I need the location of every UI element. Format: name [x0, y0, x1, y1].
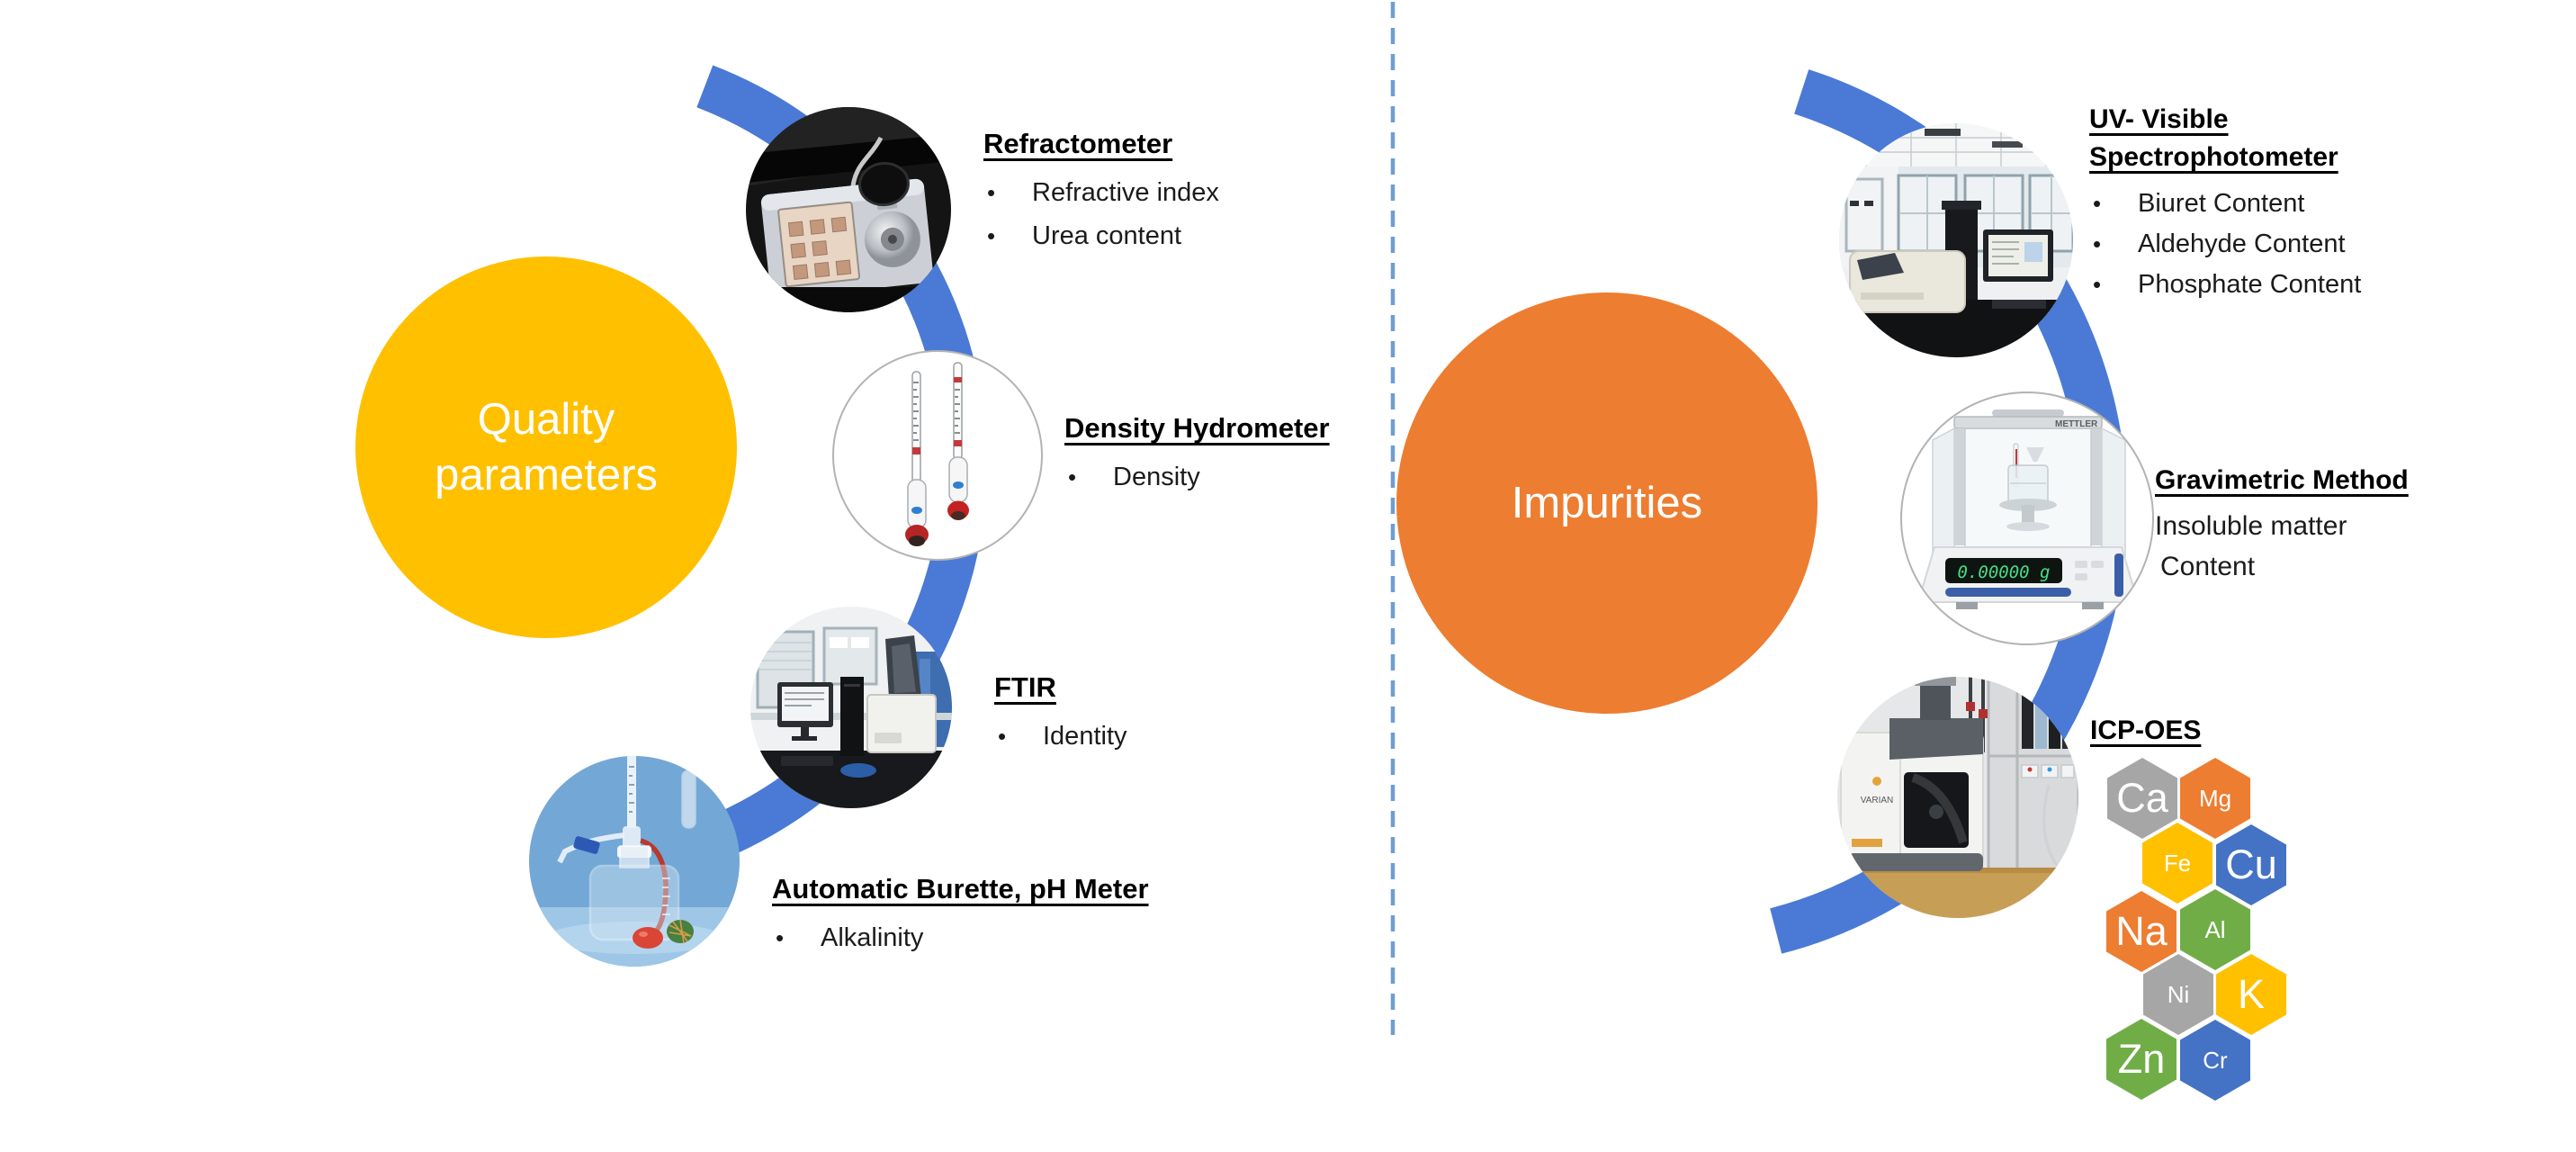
burette-ph-meter-title: Automatic Burette, pH Meter — [772, 873, 1149, 904]
ftir-bullet-1: •Identity — [994, 715, 1127, 758]
bullet-icon: • — [2093, 190, 2102, 217]
gravimetric-note: Gravimetric Method Insoluble matter Cont… — [2155, 463, 2409, 587]
icp-oes-photo: VARIAN — [1837, 677, 2078, 918]
element-hex-zn: Zn — [2106, 1019, 2177, 1100]
refractometer-note: Refractometer •Refractive index •Urea co… — [983, 126, 1219, 257]
element-symbol: Al — [2204, 915, 2226, 943]
element-hex-fe: Fe — [2142, 823, 2212, 904]
balance-display-readout: 0.00000 g — [1958, 562, 2051, 582]
element-symbol: K — [2237, 971, 2265, 1017]
element-symbol: Zn — [2117, 1036, 2166, 1082]
uv-vis-spectrophotometer-photo — [1839, 123, 2073, 357]
density-hydrometer-note: Density Hydrometer •Density — [1064, 410, 1330, 499]
analytical-balance-photo: METTLER 0.00000 g — [1900, 392, 2154, 645]
element-symbol: Ni — [2167, 980, 2190, 1008]
element-hex-cr: Cr — [2180, 1020, 2250, 1101]
quality-parameters-label: Quality parameters — [435, 395, 658, 500]
bullet-icon: • — [1068, 464, 1077, 490]
icp-oes-title: ICP-OES — [2090, 716, 2202, 745]
element-hex-al: Al — [2180, 889, 2250, 970]
element-symbol: Mg — [2198, 784, 2232, 812]
uv-vis-bullet-2: •Aldehyde Content — [2089, 224, 2361, 265]
uv-vis-bullet-3: •Phosphate Content — [2089, 265, 2361, 305]
burette-bullet-1: •Alkalinity — [772, 916, 1149, 959]
bullet-icon: • — [987, 222, 996, 249]
gravimetric-title: Gravimetric Method — [2155, 465, 2409, 495]
refractometer-bullet-1: •Refractive index — [983, 171, 1219, 214]
icp-oes-note: ICP-OES — [2090, 713, 2201, 749]
element-symbol: Cu — [2225, 842, 2277, 887]
bullet-icon: • — [2093, 230, 2102, 257]
refractometer-photo — [746, 107, 951, 312]
bullet-icon: • — [998, 723, 1007, 750]
element-hex-cu: Cu — [2216, 824, 2286, 905]
element-hex-na: Na — [2106, 891, 2177, 972]
element-hex-mg: Mg — [2180, 758, 2250, 839]
quality-parameters-hub-circle: Quality parameters — [355, 256, 737, 638]
uv-vis-bullet-1: •Biuret Content — [2089, 184, 2361, 224]
impurities-label: Impurities — [1511, 479, 1703, 527]
burette-ph-meter-note: Automatic Burette, pH Meter •Alkalinity — [772, 871, 1149, 959]
uv-vis-title-line-1: UV- Visible — [2089, 104, 2229, 134]
automatic-burette-photo — [529, 756, 740, 967]
gravimetric-line-2: Content — [2160, 552, 2256, 581]
element-symbol: Fe — [2163, 849, 2192, 877]
uv-vis-note: UV- Visible Spectrophotometer •Biuret Co… — [2089, 101, 2361, 305]
impurities-hub-circle: Impurities — [1396, 292, 1818, 714]
gravimetric-line-1: Insoluble matter — [2155, 511, 2347, 541]
ftir-note: FTIR •Identity — [994, 670, 1127, 758]
refractometer-title: Refractometer — [983, 128, 1173, 159]
refractometer-bullet-2: •Urea content — [983, 214, 1219, 257]
element-hex-k: K — [2216, 954, 2286, 1035]
density-hydrometers-photo — [832, 350, 1043, 561]
bullet-icon: • — [987, 179, 996, 206]
element-hex-ni: Ni — [2143, 954, 2213, 1035]
bullet-icon: • — [2093, 271, 2102, 298]
element-hex-ca: Ca — [2107, 758, 2177, 839]
icp-elements-hex-grid: Ca Mg Fe Cu Na Al Ni K Zn Cr — [2105, 756, 2294, 1107]
bullet-icon: • — [776, 924, 785, 951]
element-symbol: Na — [2115, 908, 2168, 954]
icp-brand-text: VARIAN — [1861, 796, 1894, 806]
ftir-title: FTIR — [994, 671, 1056, 703]
element-symbol: Cr — [2203, 1046, 2228, 1074]
ftir-spectrometer-photo — [750, 607, 952, 808]
density-hydrometer-title: Density Hydrometer — [1064, 412, 1330, 444]
uv-vis-title-line-2: Spectrophotometer — [2089, 142, 2338, 172]
density-bullet-1: •Density — [1064, 455, 1330, 499]
balance-brand-text: METTLER — [2055, 419, 2098, 429]
element-symbol: Ca — [2116, 775, 2168, 821]
